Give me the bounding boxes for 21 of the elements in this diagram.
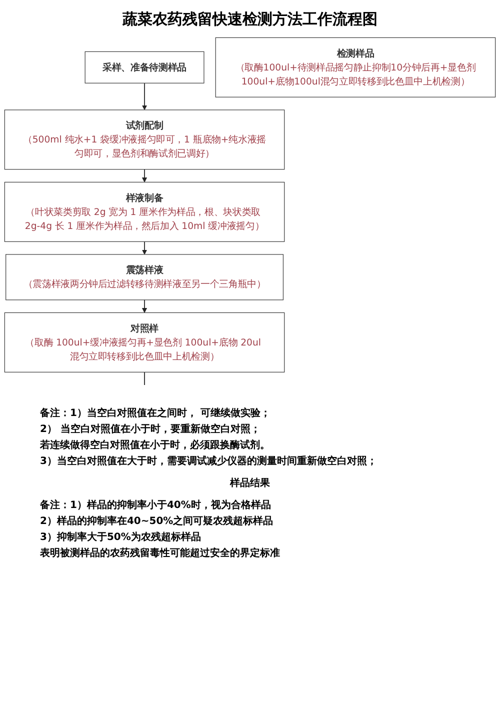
node-box: 检测样品 （取酶100ul+待测样品摇匀静止抑制10分钟后再+显色剂100ul+底物100ul混匀立即转移到比色皿中上机检测） — [215, 37, 496, 98]
arrow — [142, 241, 148, 255]
node-box: 采样、准备待测样品 — [84, 51, 204, 84]
note-text: 2） 当空白对照值在小于时，要重新做空白对照； — [40, 422, 262, 436]
note-text: 若连续做得空白对照值在小于时，必须跟换酶试剂。 — [40, 438, 271, 452]
node-box: 样液制备 （叶状菜类剪取 2g 宽为 1 厘米作为样品，根、块状类取 2g-4g 长 1 厘米作为样品，然后加入 10ml 缓冲液摇匀） — [4, 182, 285, 242]
note-text: 3）抑制率大于50%为农残超标样品 — [40, 530, 202, 544]
node-box: 震荡样液 （震荡样液两分钟后过滤转移待测样液至另一个三角瓶中） — [6, 254, 284, 300]
note-text: 3）当空白对照值在大于时，需要调试减少仪器的测量时间重新做空白对照； — [40, 454, 378, 468]
arrow — [142, 299, 148, 313]
node-box: 试剂配制 （500ml 纯水+1 袋缓冲液摇匀即可，1 瓶底物+纯水液摇匀即可，显色剂和酶试剂已调好） — [4, 110, 285, 170]
arrow — [142, 82, 148, 110]
section-heading: 样品结果 — [228, 476, 271, 490]
note-text: 2）样品的抑制率在40~50%之间可疑农残超标样品 — [40, 514, 274, 528]
node-box: 对照样 （取酶 100ul+缓冲液摇匀再+显色剂 100ul+底物 20ul 混匀立即转移到比色皿中上机检测） — [4, 312, 285, 372]
arrow — [142, 168, 148, 182]
note-text: 备注：1）当空白对照值在之间时， 可继续做实验； — [40, 406, 272, 420]
note-text: 备注：1）样品的抑制率小于40%时，视为合格样品 — [40, 498, 272, 512]
note-text: 表明被测样品的农药残留毒性可能超过安全的界定标准 — [40, 546, 281, 560]
connector — [144, 372, 145, 386]
title: 蔬菜农药残留快速检测方法工作流程图 — [122, 10, 378, 29]
